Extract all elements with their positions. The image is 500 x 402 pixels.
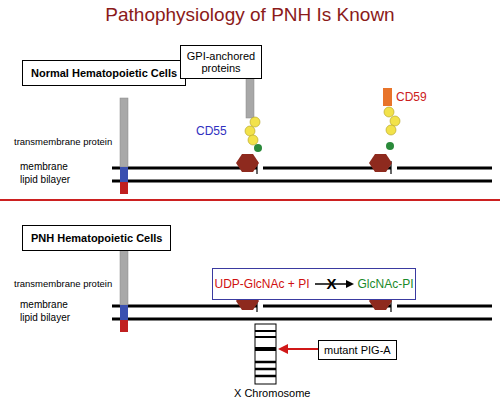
substrate-text: UDP-GlcNAc + PI [214, 277, 309, 291]
protein-label: CD59 [396, 90, 427, 104]
box-text: Normal Hematopoietic Cells [31, 67, 177, 79]
part-label: membrane lipid bilayer [20, 160, 84, 186]
cell-type-box: PNH Hematopoietic Cells [22, 225, 171, 251]
block-mark: X [313, 274, 351, 294]
mutation-box: mutant PIG-A [318, 340, 397, 360]
part-label: membrane lipid bilayer [20, 298, 84, 324]
blocked-arrow: X [313, 274, 355, 294]
panel-divider [0, 199, 500, 201]
gpi-anchor-cd55 [236, 78, 262, 172]
membrane-bilayer [112, 161, 492, 181]
pointer-arrow [278, 344, 318, 354]
part-label: transmembrane protein [14, 278, 112, 289]
transmembrane-protein [120, 98, 128, 194]
protein-label: CD55 [196, 124, 227, 138]
box-text: mutant PIG-A [324, 344, 391, 356]
cell-type-box: Normal Hematopoietic Cells [22, 60, 186, 86]
x-chromosome [255, 324, 276, 384]
transmembrane-protein [120, 240, 128, 332]
reaction-box: UDP-GlcNAc + PI X GlcNAc-PI [212, 268, 416, 300]
part-label: transmembrane protein [14, 136, 112, 147]
membrane-bilayer [112, 299, 492, 319]
callout-box: GPI-anchored proteins [180, 45, 262, 79]
box-text: PNH Hematopoietic Cells [31, 232, 162, 244]
gpi-anchor-cd59 [369, 88, 400, 172]
box-text: GPI-anchored proteins [184, 50, 258, 74]
diagram-title: Pathophysiology of PNH Is Known [0, 4, 500, 26]
product-text: GlcNAc-PI [358, 277, 414, 291]
chromosome-label: X Chromosome [234, 387, 310, 399]
